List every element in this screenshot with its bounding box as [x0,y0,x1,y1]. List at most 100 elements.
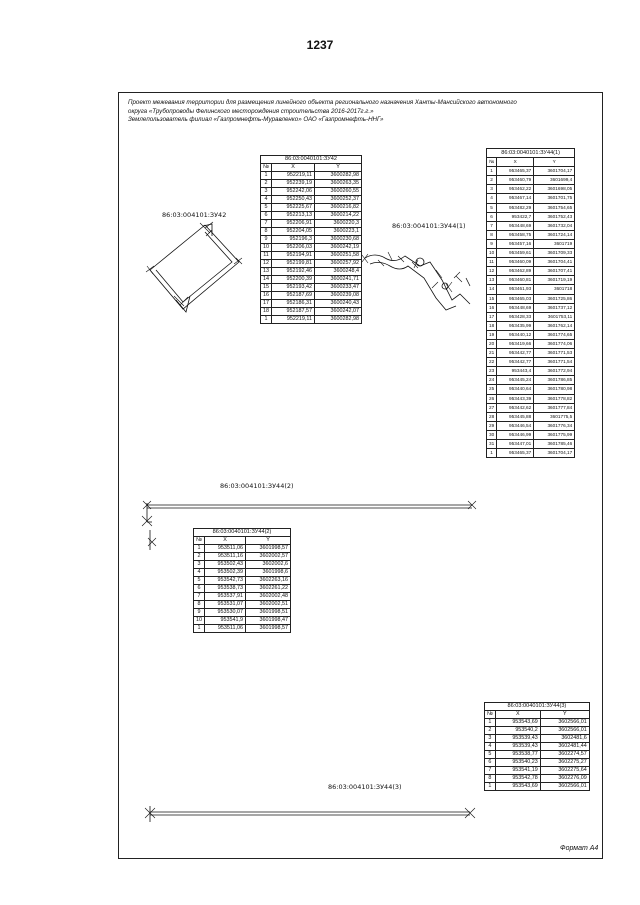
cell-y: 3601698,05 [533,184,576,195]
cell-x: 952239,19 [271,179,315,188]
cell-y: 3601780,98 [533,384,576,395]
col-header-x: X [494,710,541,719]
cell-y: 3602263,16 [245,576,291,585]
cell-y: 3601701,75 [533,193,576,204]
cell-x: 953447,01 [496,438,535,450]
cell-n: 12 [485,266,498,277]
cell-n: 1 [193,544,205,553]
cell-x: 953458,75 [496,229,535,240]
cell-n: 4 [193,568,205,577]
cell-y: 3601775,99 [533,429,576,441]
cell-y: 3601998,6 [245,568,291,577]
cell-x: 952225,67 [271,203,315,212]
cell-y: 3600214,22 [314,211,362,220]
cell-y: 3601752,43 [533,211,576,222]
cell-n: 3 [484,734,496,743]
cell-x: 952187,69 [271,291,315,300]
label-zu44-3: 86:03:004101:ЗУ44(3) [328,783,402,791]
cell-y: 3601777,84 [533,402,576,413]
cell-x: 953502,43 [204,560,246,569]
cell-n: 12 [260,259,272,268]
col-header-n: № [193,536,205,545]
cell-x: 953445,24 [496,375,535,386]
cell-n: 14 [260,275,272,284]
cell-n: 13 [260,267,272,276]
col-header-x: X [204,536,246,545]
cell-x: 953530,07 [204,608,246,617]
cell-y: 3602481,6 [539,734,590,743]
cell-n: 9 [485,238,498,250]
cell-x: 953540,23 [494,758,541,767]
cell-n: 15 [485,293,498,304]
cell-x: 953457,16 [496,238,535,250]
cell-x: 952196,3 [271,235,315,244]
cell-x: 953543,69 [494,718,541,727]
cell-n: 16 [485,302,498,313]
cell-y: 3602275,27 [539,758,590,767]
cell-x: 952200,39 [271,275,315,284]
cell-y: 3601737,12 [533,302,576,313]
cell-n: 8 [485,229,498,240]
cell-n: 5 [260,203,272,212]
cell-n: 30 [485,429,498,441]
cell-y: 3601778,82 [533,393,576,404]
cell-x: 953539,43 [494,734,541,743]
cell-y: 3601998,57 [245,544,291,553]
cell-y: 3601774,06 [533,338,576,350]
cell-n: 2 [260,179,272,188]
cell-x: 952192,46 [271,267,315,276]
cell-n: 13 [485,275,498,286]
cell-n: 8 [260,227,272,236]
cell-x: 953511,06 [204,544,246,553]
cell-n: 9 [193,608,205,617]
cell-n: 11 [260,251,272,260]
cell-n: 18 [260,307,272,316]
col-header-x: X [271,163,315,172]
cell-n: 3 [260,187,272,196]
cell-y: 3600241,71 [314,275,362,284]
cell-n: 1 [260,171,272,180]
cell-y: 3601785,46 [533,438,576,450]
header-line-1: Проект межевания территории для размещен… [128,99,517,106]
cell-n: 3 [193,560,205,569]
header-line-3: Землепользователь филиал «Газпромнефть-М… [128,116,384,123]
cell-x: 953460,79 [496,175,535,186]
cell-n: 2 [485,175,498,186]
cell-y: 3600257,92 [314,259,362,268]
cell-n: 29 [485,420,498,431]
cell-y: 3602002,48 [245,592,291,601]
cell-x: 953445,88 [496,411,535,422]
cell-n: 7 [485,220,498,231]
cell-y: 3602275,64 [539,766,590,775]
header-line-2: округа «Трубопроводы Фелинского месторож… [128,107,374,115]
cell-y: 3601724,14 [533,229,576,240]
col-header-n: № [260,163,272,172]
cell-y: 3602566,01 [539,726,590,735]
cell-x: 952186,31 [271,299,315,308]
cell-x: 953537,91 [204,592,246,601]
col-header-x: X [496,157,535,168]
format-label: Формат А4 [560,845,599,852]
cell-y: 3601725,86 [533,293,576,304]
